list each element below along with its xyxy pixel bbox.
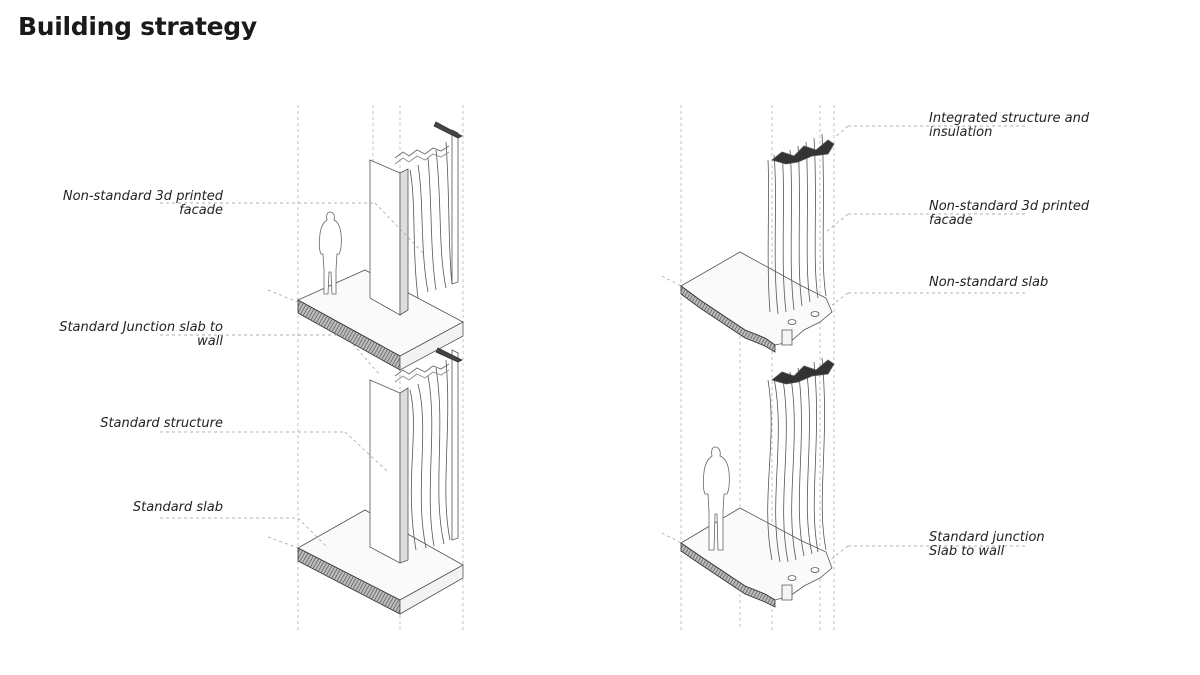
left-lower-facade <box>369 347 463 564</box>
right-upper-facade <box>767 133 835 315</box>
label-left-slab: Standard slab <box>132 500 223 515</box>
right-guide-lines <box>680 105 835 630</box>
left-assembly <box>160 105 464 630</box>
left-upper-slab <box>297 269 464 371</box>
left-upper-facade <box>369 121 463 316</box>
right-upper-slab <box>680 251 833 353</box>
right-lower-facade <box>767 357 835 563</box>
label-right-slab: Non-standard slab <box>929 275 1049 290</box>
right-lower-slab <box>680 507 833 608</box>
right-leader-lines <box>661 125 1025 561</box>
page-title: Building strategy <box>18 12 257 41</box>
right-assembly <box>661 105 1025 630</box>
right-person-silhouette <box>702 446 730 551</box>
left-leader-lines <box>160 202 426 549</box>
label-left-structure: Standard structure <box>100 416 223 431</box>
left-person-silhouette <box>318 211 342 295</box>
left-lower-slab <box>297 509 464 615</box>
